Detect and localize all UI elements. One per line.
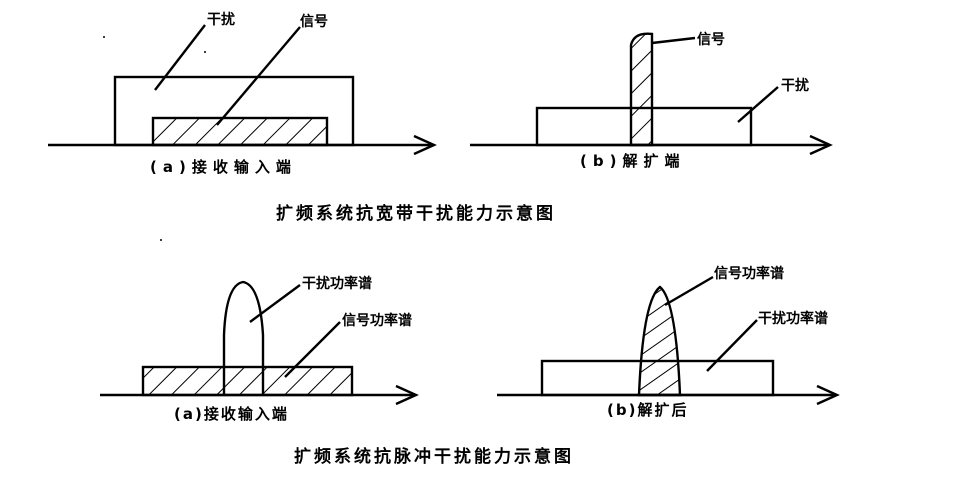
axis-arrowhead	[816, 384, 840, 406]
speck	[160, 239, 162, 241]
signal-hatched-box	[151, 116, 329, 147]
signal-pointer	[651, 36, 696, 45]
signal-psd-hatched-band	[141, 365, 354, 397]
panel-caption: (a)接收输入端	[150, 158, 297, 176]
interference-psd-label: 干扰功率谱	[302, 275, 372, 292]
speck	[103, 36, 105, 38]
axis-arrowhead	[395, 384, 419, 406]
signal-psd-label: 信号功率谱	[714, 265, 784, 282]
top-figure-title: 扩频系统抗宽带干扰能力示意图	[276, 203, 556, 224]
bottom-figure-title: 扩频系统抗脉冲干扰能力示意图	[294, 446, 574, 467]
interference-label: 干扰	[207, 11, 235, 28]
signal-psd-pointer	[664, 275, 714, 307]
signal-pointer	[216, 26, 301, 126]
signal-label: 信号	[300, 13, 328, 30]
despread-signal-spike	[629, 32, 654, 147]
interference-psd-pointer	[706, 319, 758, 372]
interference-label: 干扰	[781, 77, 809, 94]
bottom-panel-b: 信号功率谱 干扰功率谱 (b)解扩后	[497, 265, 840, 419]
bottom-panel-a: 干扰功率谱 信号功率谱 (a)接收输入端	[100, 275, 419, 423]
pulse-interference-psd	[222, 280, 265, 395]
interference-psd-pointer	[249, 284, 301, 323]
speck	[204, 51, 206, 53]
top-panel-a: 干扰 信号 (a)接收输入端	[48, 11, 437, 176]
interference-pointer	[737, 86, 779, 123]
signal-label: 信号	[697, 31, 725, 48]
axis-arrowhead	[413, 134, 437, 156]
despread-signal-psd	[637, 285, 682, 397]
panel-caption: (b)解扩后	[607, 401, 688, 419]
panel-caption: (b)解扩端	[580, 152, 685, 170]
interference-psd-label: 干扰功率谱	[758, 310, 828, 327]
signal-psd-pointer	[284, 321, 341, 378]
signal-psd-label: 信号功率谱	[342, 312, 412, 329]
top-panel-b: 信号 干扰 (b)解扩端	[470, 31, 833, 170]
interference-pointer	[154, 24, 206, 91]
axis-arrowhead	[809, 134, 833, 156]
panel-caption: (a)接收输入端	[174, 405, 289, 423]
